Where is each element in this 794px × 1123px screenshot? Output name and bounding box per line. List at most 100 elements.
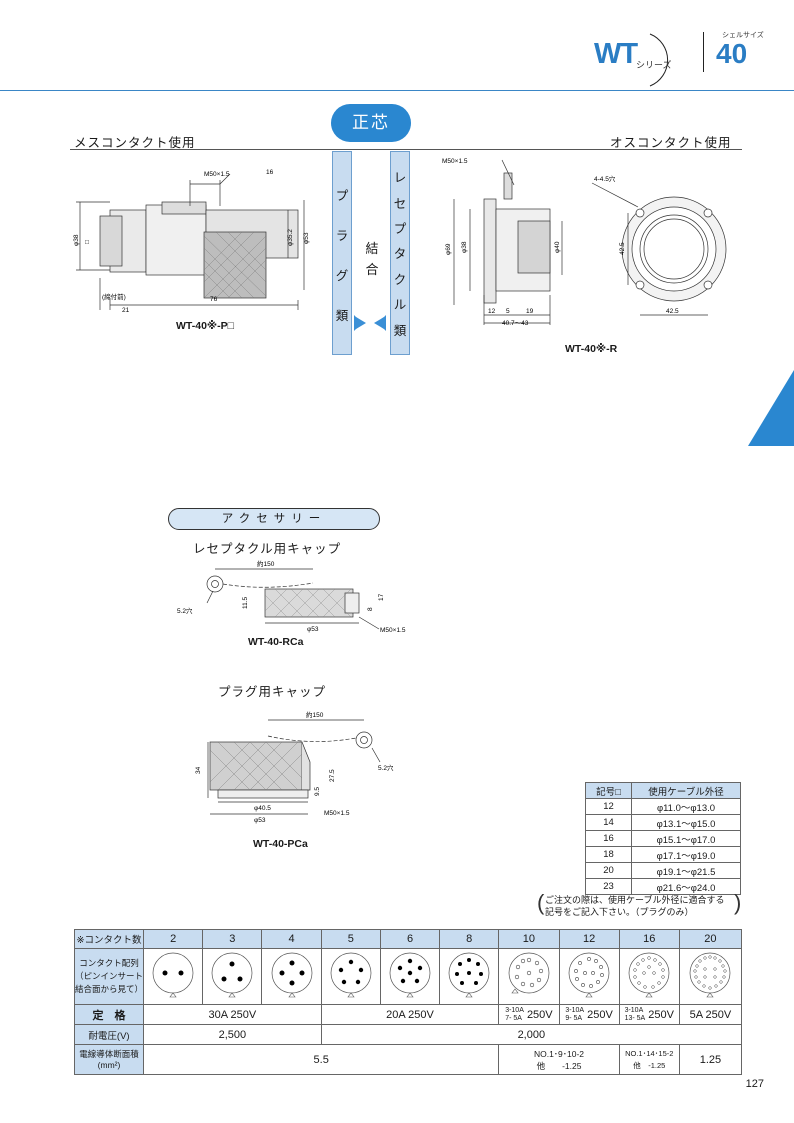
recept-dim-holes: 4-4.5穴: [594, 174, 616, 183]
rating-10-v: 250V: [526, 1008, 553, 1021]
contact-layout-6-icon: [389, 952, 431, 998]
rcap-dim-chain: 約150: [257, 559, 275, 568]
contact-count: 20: [678, 929, 743, 949]
contact-layout-10-icon: [508, 952, 550, 994]
plug-dim-phi53: φ53: [303, 232, 310, 244]
rating-12-l2: 9- 5A: [565, 1014, 583, 1022]
section-rule: [70, 149, 742, 150]
contact-count: 6: [379, 929, 441, 949]
rating-16-v: 250V: [648, 1008, 674, 1021]
coaxial-badge: 正芯: [331, 104, 411, 142]
plug-dim-phi35: φ35.2: [287, 229, 294, 246]
wire-area-line: 他 -1.25: [633, 1060, 666, 1070]
cable-code: 20: [585, 862, 632, 879]
rating-20a: 20A 250V: [320, 1004, 500, 1025]
cable-range: φ15.1～φ17.0: [631, 830, 741, 847]
note-paren-right: ): [734, 890, 742, 915]
layout-20-cell: [678, 948, 743, 1005]
wire-area-label: 電線導体断面積 (mm²): [73, 1044, 145, 1075]
receptacle-category-bar: レ セ プ タ ク ル 類: [390, 151, 410, 355]
male-contact-heading: オスコンタクト使用: [610, 136, 732, 150]
wire-area-label-line: (mm²): [97, 1059, 121, 1070]
wire-area-20: 1.25: [678, 1044, 743, 1075]
layout-10-cell: [498, 948, 560, 1005]
voltage-2500: 2,500: [143, 1024, 322, 1045]
rating-10-l1: 3-10A: [505, 1006, 524, 1014]
receptacle-char: タ: [393, 247, 407, 262]
rcap-dim-17: 17: [378, 593, 385, 601]
pcap-dim-phi405: φ40.5: [254, 805, 271, 812]
contact-layout-5-icon: [330, 952, 372, 998]
plug-char: グ: [335, 268, 349, 283]
recept-dim-phi69: φ69: [445, 243, 452, 255]
cable-code: 16: [585, 830, 632, 847]
layout-label-line: 結合面から見て）: [75, 984, 144, 994]
rating-30a: 30A 250V: [143, 1004, 322, 1025]
note-paren-left: (: [537, 890, 545, 915]
voltage-label: 耐電圧(V): [73, 1024, 145, 1045]
wire-area-10-12: NO.1･9･10-2 他 -1.25: [498, 1044, 620, 1075]
receptacle-char: レ: [393, 171, 407, 186]
layout-label-line: コンタクト配列: [79, 958, 139, 968]
cable-table-header: 使用ケーブル外径: [631, 782, 741, 799]
contact-layout-3-icon: [211, 952, 253, 998]
cable-range: φ13.1～φ15.0: [631, 814, 741, 831]
receptacle-model: WT-40※-R: [565, 343, 618, 355]
layout-12-cell: [558, 948, 620, 1005]
plug-model: WT-40※-P□: [176, 320, 234, 332]
plug-cap-drawing: 約150 5.2穴 34 27.5 9.5 φ40.5 φ53 M50×1.5: [195, 710, 394, 824]
header-arc: [649, 33, 669, 87]
header-divider: [703, 32, 704, 72]
rcap-dim-8: 8: [367, 607, 374, 611]
receptacle-drawing: M50×1.5 φ69 φ38 φ40 12 5 19 40.7～43 4-4.…: [442, 158, 727, 327]
rcap-dim-thread: M50×1.5: [380, 627, 406, 634]
cable-table-header: 記号□: [585, 782, 632, 799]
page-number: 127: [745, 1078, 764, 1090]
cable-note-line: ご注文の際は、使用ケーブル外径に適合する: [545, 895, 725, 905]
cable-note-line: 記号をご記入下さい。（プラグのみ）: [545, 907, 694, 917]
plug-dim-76: 76: [210, 296, 218, 303]
contact-count: 5: [320, 929, 381, 949]
rating-16-l1: 3-10A: [624, 1006, 644, 1014]
contact-layout-4-icon: [271, 952, 312, 998]
layout-label-line: （ピンインサート: [75, 971, 144, 981]
receptacle-char: ル: [393, 298, 407, 313]
contact-count: 8: [439, 929, 500, 949]
cable-range: φ21.6～φ24.0: [631, 878, 741, 895]
cable-note: ご注文の際は、使用ケーブル外径に適合する 記号をご記入下さい。（プラグのみ）: [545, 894, 740, 918]
pcap-dim-95: 9.5: [314, 787, 321, 796]
rating-12-l1: 3-10A: [565, 1006, 585, 1014]
receptacle-char: 類: [393, 323, 407, 338]
female-contact-heading: メスコンタクト使用: [74, 136, 196, 150]
contact-count: 10: [498, 929, 560, 949]
pcap-dim-hole: 5.2穴: [378, 763, 394, 772]
wire-area-label-line: 電線導体断面積: [79, 1048, 139, 1059]
cable-range: φ11.0～φ13.0: [631, 798, 741, 815]
layout-6-cell: [379, 948, 441, 1005]
plug-char: 類: [335, 308, 349, 323]
cable-code: 14: [585, 814, 632, 831]
recept-dim-42a: 42.5: [619, 242, 626, 255]
wire-area-5-5: 5.5: [143, 1044, 500, 1075]
contact-count: 16: [618, 929, 680, 949]
wire-area-line: 他 -1.25: [536, 1060, 582, 1071]
receptacle-char: ク: [393, 272, 407, 287]
plug-category-bar: プ ラ グ 類: [332, 151, 352, 355]
plug-cap-model: WT-40-PCa: [253, 838, 308, 850]
contact-count: 2: [143, 929, 204, 949]
recept-dim-5: 5: [506, 308, 510, 315]
plug-dim-thread: M50×1.5: [204, 171, 230, 178]
contact-count: 12: [558, 929, 620, 949]
contact-count: 3: [202, 929, 263, 949]
accessory-heading: アクセサリー: [168, 508, 380, 530]
recept-dim-thread: M50×1.5: [442, 158, 468, 165]
plug-char: プ: [335, 188, 349, 203]
receptacle-char: プ: [393, 222, 407, 237]
recept-dim-range: 40.7～43: [502, 320, 529, 327]
